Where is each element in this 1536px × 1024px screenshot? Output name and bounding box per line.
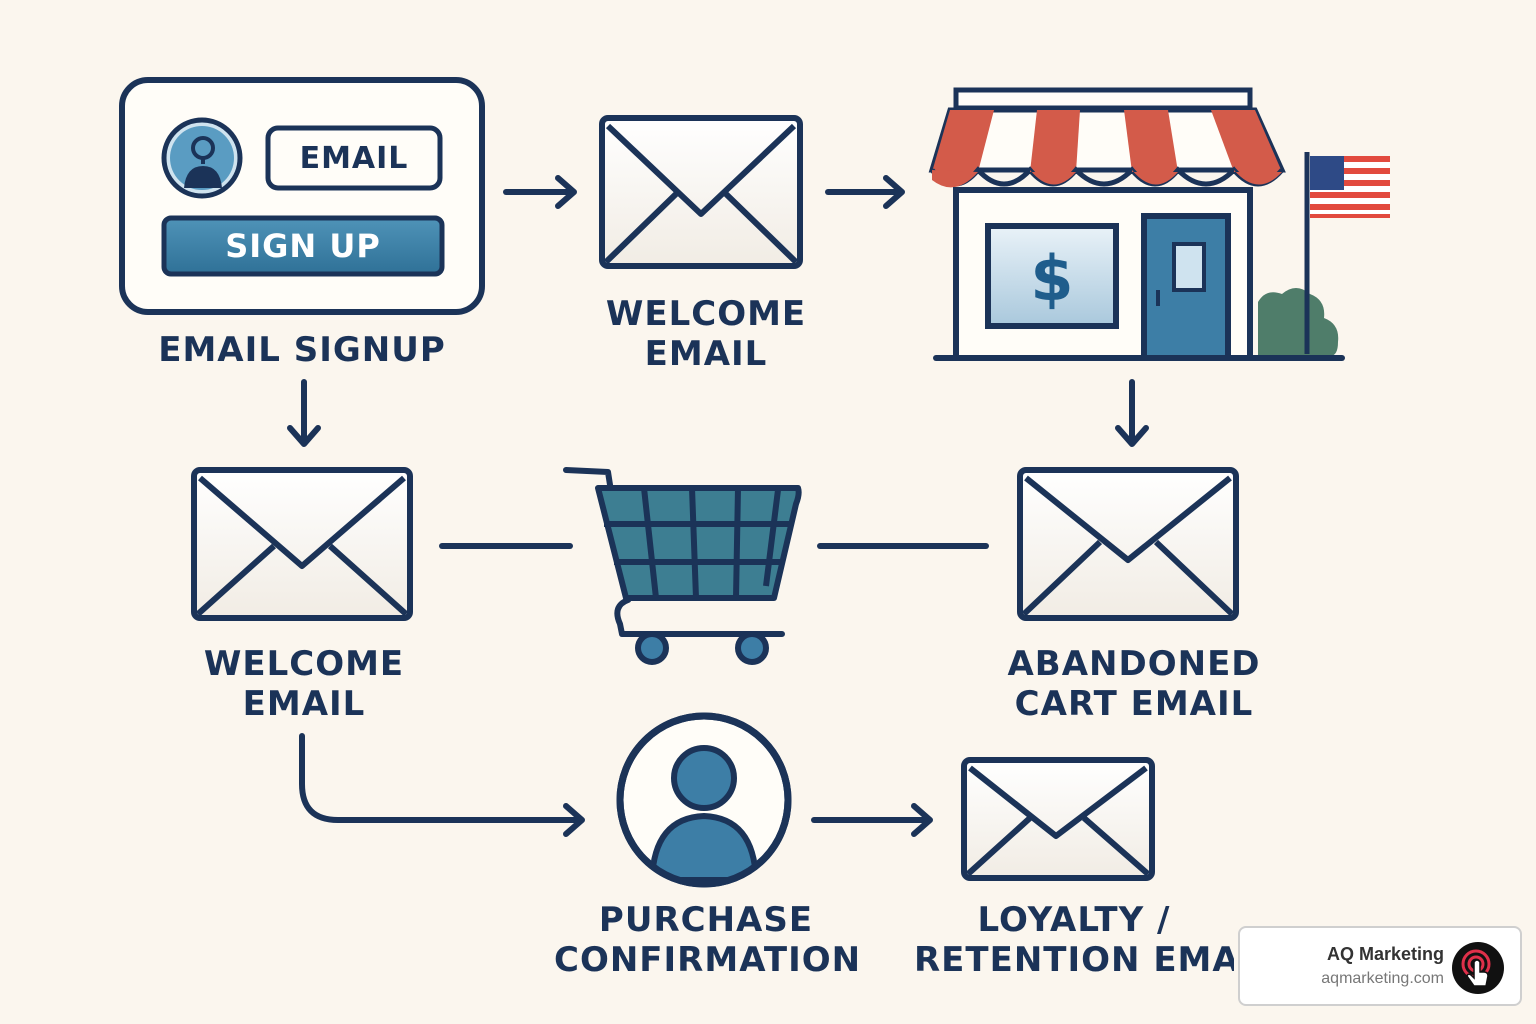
awning-stripes xyxy=(932,110,1282,172)
shopping-cart-icon xyxy=(563,467,802,665)
envelope-icon xyxy=(191,467,413,621)
label-email-signup: EMAIL SIGNUP xyxy=(158,330,446,370)
watermark-badge[interactable]: AQ Marketing aqmarketing.com xyxy=(1238,926,1522,1006)
watermark-name: AQ Marketing xyxy=(1326,944,1444,964)
label-loyalty-retention-email: LOYALTY / RETENTION EMAI xyxy=(914,900,1234,980)
signup-button[interactable]: SIGN UP xyxy=(225,227,381,265)
envelope-icon xyxy=(1017,467,1239,621)
bush-icon xyxy=(1258,288,1339,356)
storefront-icon xyxy=(928,87,1390,361)
user-avatar-icon xyxy=(616,712,792,888)
arrow-store-down xyxy=(1115,379,1149,447)
arrow-welcome-to-store xyxy=(825,175,905,209)
pointer-hand-icon xyxy=(1452,942,1504,994)
signup-form-icon xyxy=(119,77,485,315)
arrow-purchase-to-loyalty xyxy=(811,803,933,837)
label-welcome-email-left: WELCOME EMAIL xyxy=(203,644,405,724)
form-avatar-icon xyxy=(161,117,243,199)
arrow-welcome-to-purchase xyxy=(299,733,585,837)
form-signup-button-bg xyxy=(161,215,445,277)
flag-icon xyxy=(1304,152,1390,354)
envelope-icon xyxy=(599,115,803,269)
arrow-signup-to-welcome xyxy=(503,175,577,209)
form-email-field[interactable] xyxy=(265,125,443,191)
watermark-url: aqmarketing.com xyxy=(1321,970,1444,987)
envelope-icon xyxy=(961,757,1155,881)
label-purchase-confirmation: PURCHASE CONFIRMATION xyxy=(554,900,862,980)
email-field-label: EMAIL xyxy=(299,140,409,176)
arrow-signup-down xyxy=(287,379,321,447)
store-window-dollar: $ xyxy=(1030,242,1073,315)
label-welcome-email-top: WELCOME EMAIL xyxy=(605,294,807,374)
label-abandoned-cart-email: ABANDONED CART EMAIL xyxy=(1007,644,1261,724)
